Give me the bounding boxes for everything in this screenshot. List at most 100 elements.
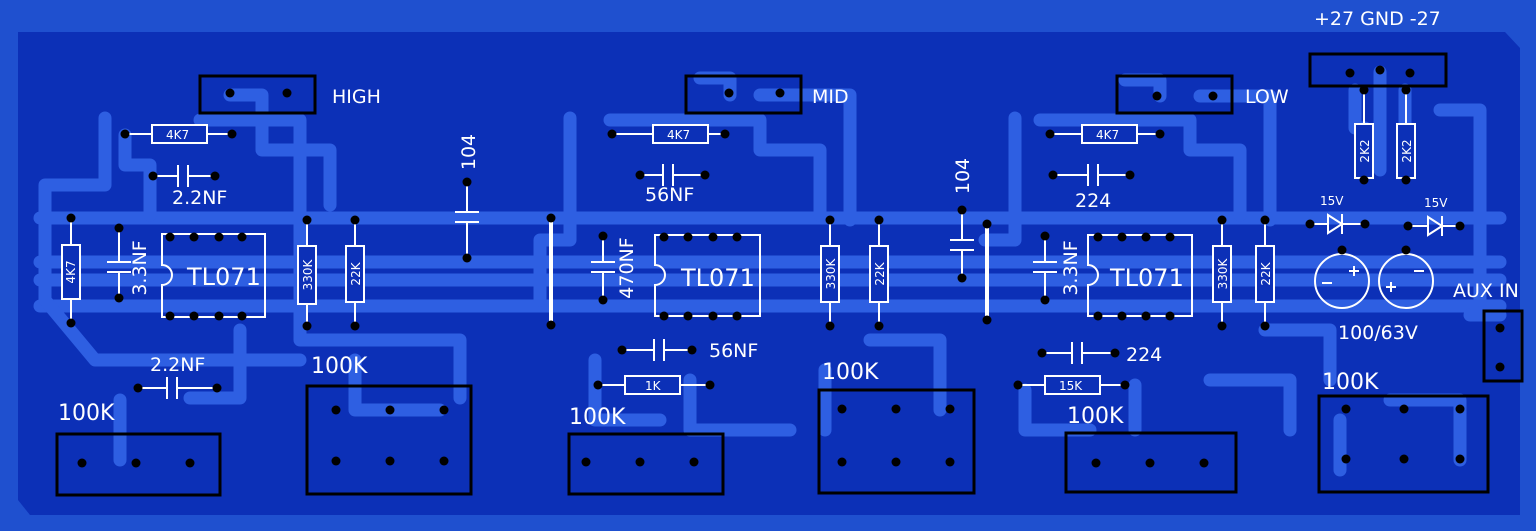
mid-r-bias-label: 330K xyxy=(824,257,838,289)
connectors xyxy=(198,52,1524,383)
solder-pad xyxy=(1341,404,1351,414)
label-high: HIGH xyxy=(332,86,381,108)
solder-pad xyxy=(227,129,237,139)
label-mid: MID xyxy=(812,86,849,108)
power-label: +27 GND -27 xyxy=(1314,8,1441,30)
solder-pad xyxy=(237,232,247,242)
solder-pad xyxy=(635,170,645,180)
solder-pad xyxy=(189,232,199,242)
solder-pad xyxy=(1360,219,1370,229)
solder-pad xyxy=(1455,404,1465,414)
low-r-bias-label: 330K xyxy=(1216,257,1230,289)
solder-pad xyxy=(1165,311,1175,321)
solder-pad xyxy=(1260,215,1270,225)
high-pot-left-label: 100K xyxy=(58,401,115,426)
solder-pad xyxy=(1217,321,1227,331)
zener-diodes xyxy=(1310,213,1460,237)
solder-pad xyxy=(607,129,617,139)
solder-pad xyxy=(1401,175,1411,185)
solder-pad xyxy=(214,311,224,321)
solder-pad xyxy=(1152,91,1162,101)
low-r-out-label: 22K xyxy=(1259,261,1273,285)
solder-pad xyxy=(546,320,556,330)
mid-r-out-label: 22K xyxy=(873,261,887,285)
solder-pad xyxy=(282,88,292,98)
solder-pad xyxy=(957,205,967,215)
solder-pad xyxy=(1040,231,1050,241)
solder-pad xyxy=(1141,311,1151,321)
solder-pad xyxy=(1120,380,1130,390)
solder-pad xyxy=(350,321,360,331)
high-c-feedback-label: 2.2NF xyxy=(172,187,227,209)
low-pot-left-label: 100K xyxy=(1067,404,1124,429)
solder-pad xyxy=(1045,129,1055,139)
coupling-cap-1-label: 104 xyxy=(458,134,480,170)
solder-pad xyxy=(775,88,785,98)
solder-pad xyxy=(945,457,955,467)
solder-pad xyxy=(874,321,884,331)
solder-pad xyxy=(1375,65,1385,75)
solder-pad xyxy=(982,219,992,229)
mid-pot-left-label: 100K xyxy=(569,405,626,430)
solder-pad xyxy=(593,380,603,390)
solder-pad xyxy=(1117,311,1127,321)
power-r1-label: 2K2 xyxy=(1358,139,1372,162)
solder-pad xyxy=(659,232,669,242)
high-r-bias-label: 330K xyxy=(301,258,315,290)
solder-pad xyxy=(837,457,847,467)
high-ic-label: TL071 xyxy=(186,263,261,291)
solder-pad xyxy=(439,456,449,466)
solder-pad xyxy=(1341,454,1351,464)
high-r-feedback-label: 4K7 xyxy=(166,128,189,142)
solder-pad xyxy=(546,213,556,223)
solder-pad xyxy=(1125,170,1135,180)
solder-pad xyxy=(185,458,195,468)
solder-pad xyxy=(1495,362,1505,372)
solder-pad xyxy=(120,129,130,139)
solder-pad xyxy=(825,215,835,225)
solder-pad xyxy=(462,177,472,187)
solder-pad xyxy=(1305,219,1315,229)
solder-pad xyxy=(131,458,141,468)
solder-pad xyxy=(331,456,341,466)
solder-pad xyxy=(891,404,901,414)
mid-pot-right-label: 100K xyxy=(822,360,879,385)
solder-pad xyxy=(1345,68,1355,78)
low-ic-label: TL071 xyxy=(1109,264,1184,292)
solder-pad xyxy=(237,311,247,321)
solder-pad xyxy=(114,293,124,303)
solder-pad xyxy=(957,273,967,283)
solder-pad xyxy=(114,223,124,233)
solder-pad xyxy=(598,231,608,241)
solder-pad xyxy=(837,404,847,414)
solder-pad xyxy=(1155,129,1165,139)
solder-pad xyxy=(331,405,341,415)
power-cap-label: 100/63V xyxy=(1338,322,1418,344)
solder-pad xyxy=(385,405,395,415)
solder-pad xyxy=(165,311,175,321)
solder-pad xyxy=(66,213,76,223)
solder-pad xyxy=(635,457,645,467)
low-c-feedback-label: 224 xyxy=(1075,190,1111,212)
solder-pad xyxy=(1013,380,1023,390)
solder-pad xyxy=(874,215,884,225)
mid-c-low-label: 56NF xyxy=(709,340,758,362)
label-low: LOW xyxy=(1245,86,1289,108)
low-c-low-label: 224 xyxy=(1126,344,1162,366)
solder-pad xyxy=(732,311,742,321)
low-r-low-label: 15K xyxy=(1059,379,1083,393)
solder-pad xyxy=(687,345,697,355)
solder-pad xyxy=(1165,232,1175,242)
mid-r-low-label: 1K xyxy=(645,379,662,393)
solder-pad xyxy=(700,170,710,180)
solder-pad xyxy=(1359,85,1369,95)
solder-pad xyxy=(133,383,143,393)
solder-pad xyxy=(302,215,312,225)
solder-pad xyxy=(1091,458,1101,468)
solder-pad xyxy=(66,318,76,328)
mid-c-input-label: 470NF xyxy=(616,237,638,298)
low-pot-right-label: 100K xyxy=(1322,370,1379,395)
solder-pad xyxy=(1403,221,1413,231)
solder-pad xyxy=(1145,458,1155,468)
